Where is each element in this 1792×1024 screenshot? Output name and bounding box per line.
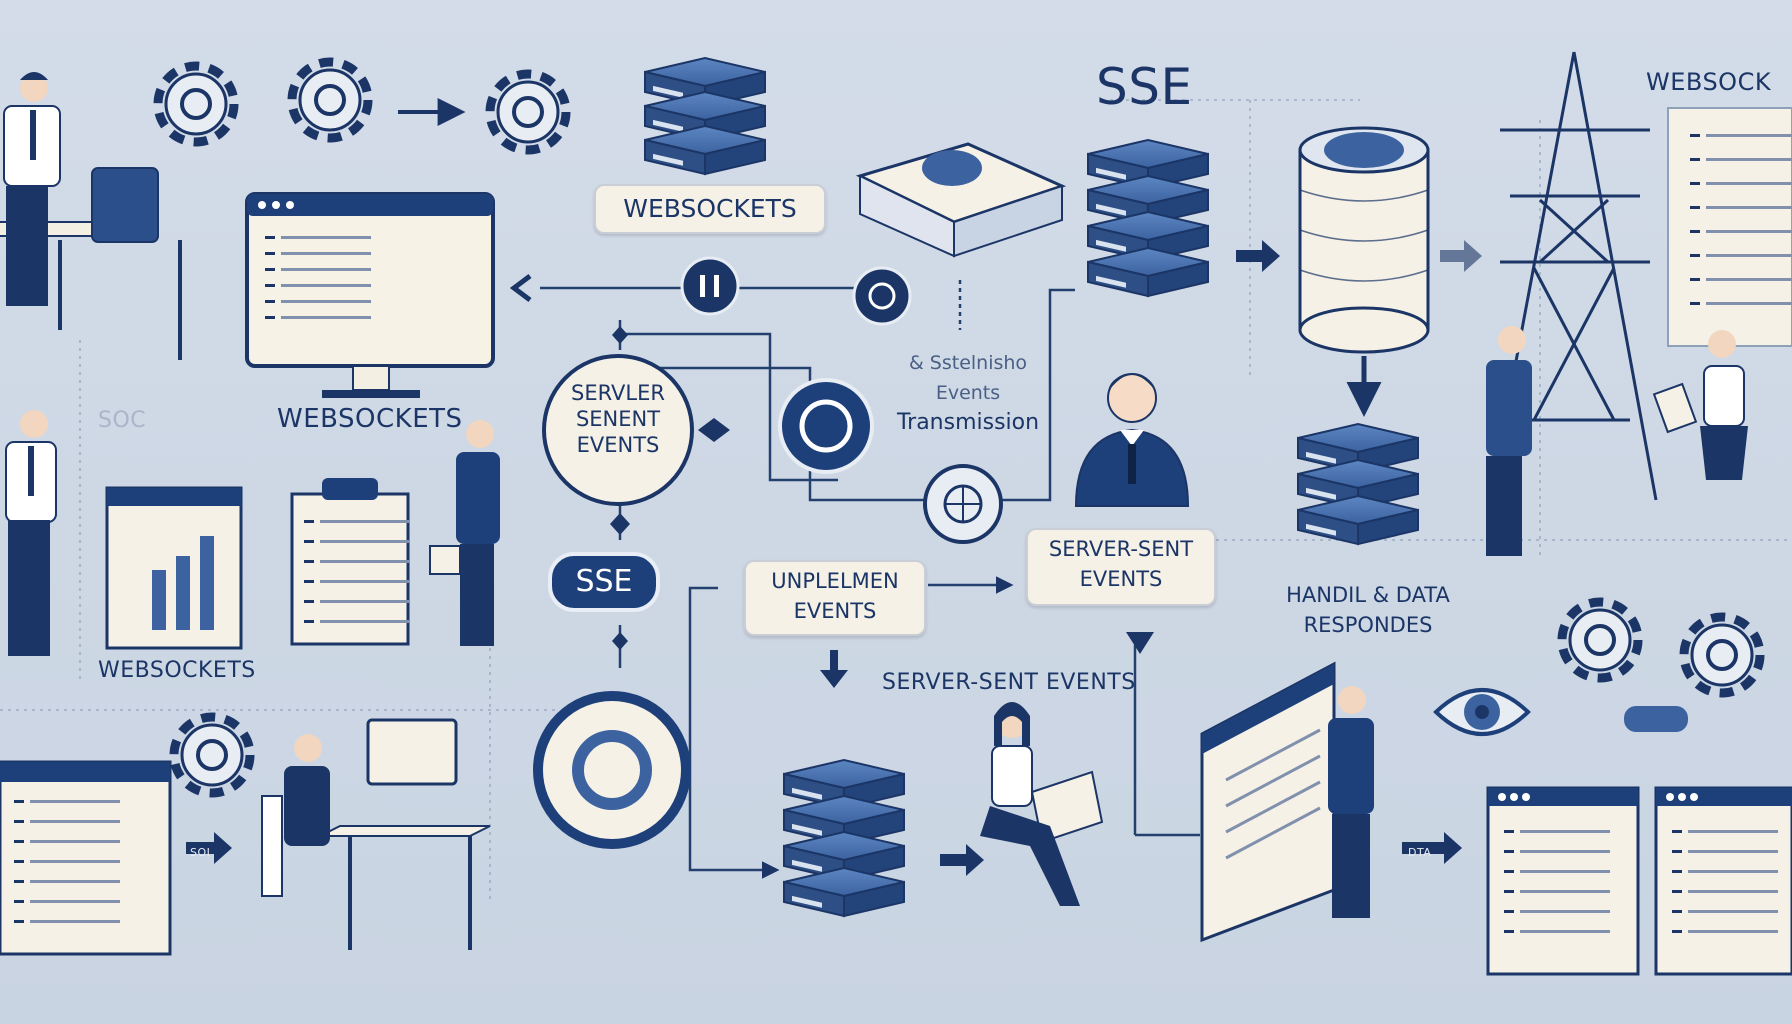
websockets-label-top-right: WEBSOCK <box>1646 68 1772 96</box>
websockets-pill-label: WEBSOCKETS <box>623 194 797 223</box>
unplelmen-events-pill: UNPLELMEN EVENTS <box>744 560 926 636</box>
establish-line-1: & Sstelnisho <box>908 352 1028 374</box>
websockets-chart-label: WEBSOCKETS <box>98 658 256 683</box>
server-sent-pill-line-2: EVENTS <box>1079 567 1163 591</box>
circle-line-3: EVENTS <box>576 433 660 457</box>
unplelmen-line-2: EVENTS <box>793 599 877 623</box>
sse-dark-pill: SSE <box>548 552 660 612</box>
circle-line-2: SENENT <box>575 407 661 431</box>
sockets-faded-label: SOC <box>98 408 147 433</box>
establish-events-text: & Sstelnisho Events Transmission <box>878 348 1058 438</box>
websockets-monitor-label: WEBSOCKETS <box>277 404 463 434</box>
server-sent-events-label: SERVER-SENT EVENTS <box>882 670 1136 695</box>
handle-line-1: HANDIL & DATA <box>1286 583 1450 607</box>
server-sent-events-circle: SERVLER SENENT EVENTS <box>548 380 688 458</box>
websockets-pill: WEBSOCKETS <box>594 184 826 234</box>
circle-line-1: SERVLER <box>571 381 665 405</box>
establish-line-3: Transmission <box>896 410 1040 435</box>
establish-line-2: Events <box>935 382 1001 404</box>
sse-title: SSE <box>1096 58 1193 116</box>
arrow-tag-right: DTA <box>1408 846 1432 859</box>
server-sent-events-pill: SERVER-SENT EVENTS <box>1026 528 1216 606</box>
handle-data-responses-label: HANDIL & DATA RESPONDES <box>1268 580 1468 640</box>
handle-line-2: RESPONDES <box>1303 613 1433 637</box>
unplelmen-line-1: UNPLELMEN <box>771 569 899 593</box>
arrow-tag-left: SOI <box>190 846 211 859</box>
sse-dark-pill-label: SSE <box>575 564 633 599</box>
server-sent-pill-line-1: SERVER-SENT <box>1048 537 1194 561</box>
